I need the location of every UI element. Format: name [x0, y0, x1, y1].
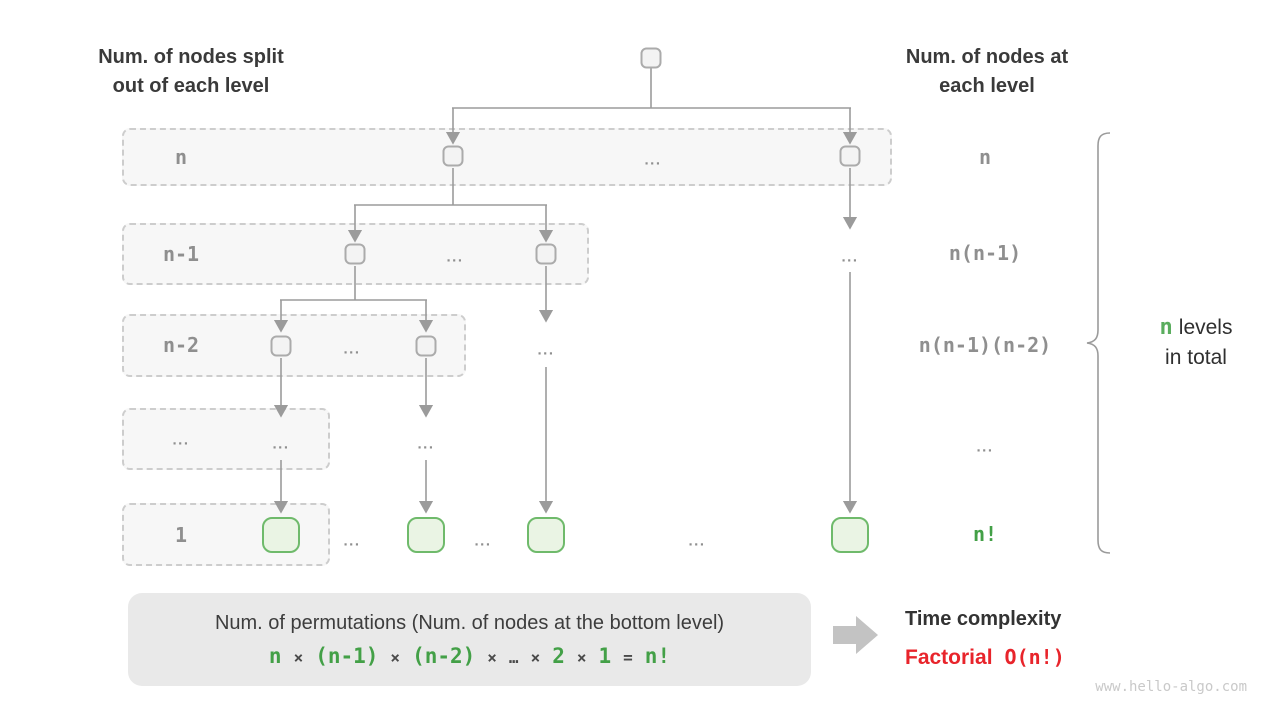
levels-brace [1086, 132, 1111, 554]
factorial-equation: n × (n-1) × (n-2) × … × 2 × 1 = n! [263, 644, 676, 668]
tree-node-l2-a [344, 243, 366, 265]
eq-operator: × [530, 647, 541, 667]
eq-ellipsis: … [508, 647, 519, 667]
right-block-arrow-icon [833, 616, 878, 654]
levels-note-n: n [1159, 315, 1173, 340]
tree-node-l2-b [535, 243, 557, 265]
split-label-1: n [174, 145, 188, 169]
eq-term: 2 [552, 643, 565, 668]
split-label-4: ... [172, 431, 190, 449]
time-complexity-title: Time complexity [905, 608, 1062, 630]
eq-result: n! [644, 643, 671, 668]
left-header: Num. of nodes split out of each level [98, 43, 284, 101]
levels-note-line1: levels [1178, 316, 1233, 339]
ellipsis-leaf-3: ... [688, 532, 706, 550]
eq-operator: × [293, 647, 304, 667]
right-header-line2: each level [939, 75, 1035, 97]
eq-equals: = [623, 647, 633, 667]
count-label-4: ... [976, 438, 994, 456]
split-label-3: n-2 [162, 333, 200, 357]
leaf-node-2 [407, 517, 445, 553]
eq-operator: × [390, 647, 401, 667]
count-label-1: n [978, 145, 992, 169]
tree-node-l3-a [270, 335, 292, 357]
ellipsis-l1: ... [644, 151, 662, 169]
level-box-1 [122, 128, 892, 186]
tree-node-l3-b [415, 335, 437, 357]
ellipsis-l4-b: ... [417, 435, 435, 453]
eq-term: 1 [598, 643, 612, 668]
left-header-line1: Num. of nodes split [98, 46, 284, 68]
count-label-3: n(n-1)(n-2) [918, 333, 1052, 357]
permutations-summary-box: Num. of permutations (Num. of nodes at t… [128, 593, 811, 686]
eq-term: n [268, 643, 282, 668]
level-box-4 [122, 408, 330, 470]
complexity-big-o: O(n!) [1004, 645, 1065, 669]
split-label-2: n-1 [162, 242, 200, 266]
watermark: www.hello-algo.com [1095, 679, 1247, 695]
count-label-5: n! [972, 522, 998, 546]
left-header-line2: out of each level [112, 75, 270, 97]
ellipsis-l3: ... [343, 340, 361, 358]
tree-node-l1-a [442, 145, 464, 167]
tree-node-l1-b [839, 145, 861, 167]
leaf-node-1 [262, 517, 300, 553]
leaf-node-4 [831, 517, 869, 553]
eq-operator: × [576, 647, 587, 667]
ellipsis-l4-a: ... [272, 435, 290, 453]
right-header-line1: Num. of nodes at [905, 46, 1069, 68]
ellipsis-leaf-2: ... [474, 532, 492, 550]
ellipsis-leaf-1: ... [343, 532, 361, 550]
count-label-2: n(n-1) [948, 241, 1022, 265]
eq-operator: × [487, 647, 497, 667]
ellipsis-chain-right-1: ... [841, 248, 859, 266]
split-label-5: 1 [174, 523, 188, 547]
ellipsis-chain-right-2: ... [537, 341, 555, 359]
summary-caption: Num. of permutations (Num. of nodes at t… [214, 611, 725, 634]
ellipsis-l2: ... [446, 248, 464, 266]
level-box-3 [122, 314, 466, 377]
right-header: Num. of nodes at each level [906, 43, 1068, 101]
tree-node-root [640, 47, 662, 69]
eq-term: (n-1) [315, 643, 379, 668]
leaf-node-3 [527, 517, 565, 553]
eq-term: (n-2) [412, 643, 476, 668]
levels-note-line2: in total [1165, 346, 1227, 369]
complexity-class-label: Factorial [905, 646, 993, 669]
time-complexity-value: Factorial O(n!) [905, 645, 1065, 670]
